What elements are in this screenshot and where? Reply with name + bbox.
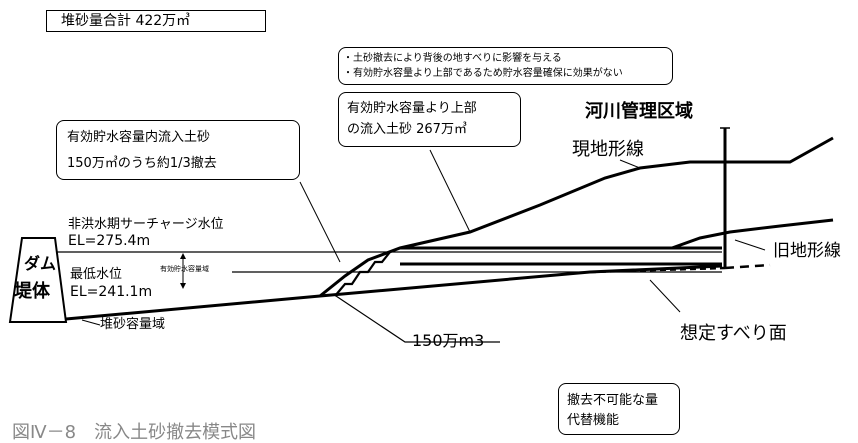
non-flood-level-label: 非洪水期サーチャージ水位 (68, 217, 224, 232)
slip-plane-label: 想定すべり面 (680, 323, 787, 344)
old-terrain-leader (734, 239, 766, 251)
effective-storage-arrow-head-bottom (180, 283, 186, 289)
upper-sediment-callout: 有効貯水容量より上部 の流入土砂 267万㎥ (338, 92, 521, 147)
min-el-label: EL=241.1m (70, 284, 153, 300)
stepped-sediment-profile (334, 251, 391, 297)
alternative-line-2: 代替機能 (567, 413, 620, 428)
cross-section-diagram (8, 127, 834, 343)
effective-storage-arrow-head-top (180, 253, 186, 259)
old-terrain-line (671, 218, 834, 250)
upper-sediment-callout-leader (429, 149, 471, 233)
inflow-line-1: 有効貯水容量内流入土砂 (67, 130, 211, 145)
inflow-callout-leader (299, 181, 341, 263)
figure-caption: 図Ⅳ－8 流入土砂撤去模式図 (12, 422, 257, 443)
volume-150-label: 150万m3 (412, 331, 485, 350)
risk-callout: ・土砂撤去により背後の地すべりに影響を与える ・有効貯水容量より上部であるため貯… (338, 47, 673, 85)
risk-line-2: ・有効貯水容量より上部であるため貯水容量確保に効果がない (343, 68, 623, 79)
non-flood-el-label: EL=275.4m (68, 233, 151, 249)
upper-sediment-line-2: の流入土砂 267万㎥ (347, 122, 467, 137)
risk-line-1: ・土砂撤去により背後の地すべりに影響を与える (343, 53, 562, 64)
min-level-label: 最低水位 (70, 267, 123, 282)
alternative-line-1: 撤去不可能な量 (567, 393, 659, 408)
river-area-label: 河川管理区域 (585, 101, 693, 122)
slip-plane-dashed-line (589, 266, 726, 274)
current-terrain-leader (619, 159, 641, 169)
slip-plane-leader (649, 279, 681, 313)
dam-label-line-2: 堤体 (14, 281, 50, 302)
inflow-line-2: 150万㎥のうち約1/3撤去 (67, 156, 217, 171)
upper-sediment-line-1: 有効貯水容量より上部 (347, 101, 477, 116)
sediment-bed-line (65, 264, 723, 321)
current-terrain-label: 現地形線 (572, 139, 644, 160)
dam-body-shape (8, 237, 68, 323)
alternative-callout: 撤去不可能な量 代替機能 (558, 383, 680, 435)
total-sediment-label: 堆砂量合計 422万㎥ (61, 13, 191, 29)
inflow-callout: 有効貯水容量内流入土砂 150万㎥のうち約1/3撤去 (56, 120, 300, 180)
slip-plane-extension-dashed (724, 263, 771, 270)
effective-storage-label: 有効貯水容量域 (160, 265, 209, 273)
volume-150-leader (335, 295, 500, 343)
sediment-storage-leader (81, 319, 101, 326)
current-terrain-line (319, 136, 834, 298)
sediment-storage-label: 堆砂容量域 (100, 317, 166, 332)
total-sediment-box: 堆砂量合計 422万㎥ (46, 10, 266, 32)
old-terrain-label: 旧地形線 (773, 241, 841, 261)
dam-label-line-1: ダム (24, 254, 57, 273)
